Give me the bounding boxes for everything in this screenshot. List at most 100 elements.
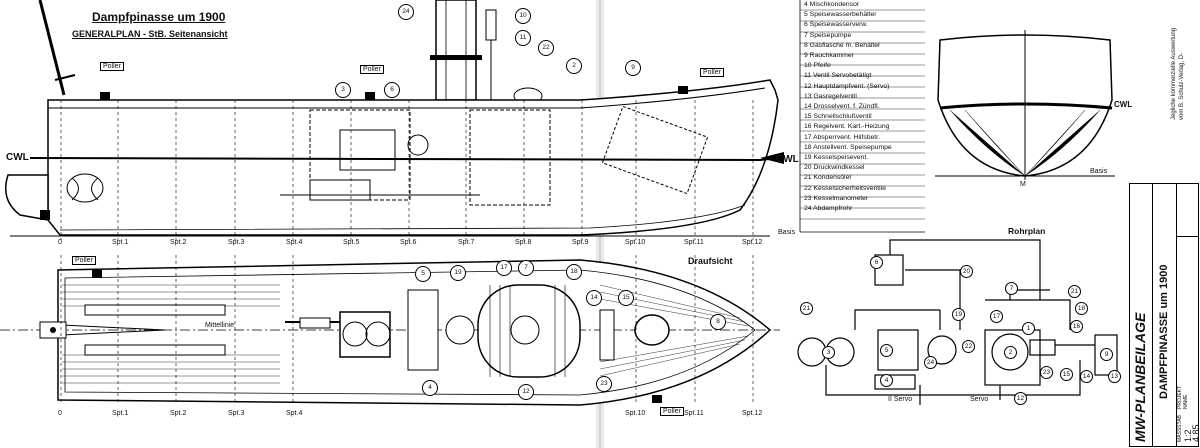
station-label: Spt.12 [742,239,763,246]
station-label: Spt.10 [625,410,646,417]
callout-marker: 15 [618,290,634,306]
legend-item: 8 Gasflasche m. Behälter [804,41,881,49]
callout-marker: 4 [880,374,893,387]
station-label: Spt.9 [572,239,589,246]
basis-label-side: Basis [778,229,796,236]
station-label: Spt.1 [112,410,129,417]
legend-item: 12 Hauptdampfvent. (Servo) [804,82,890,90]
midship-label: M [1020,181,1026,188]
cwl-label-bodyplan: CWL [1114,100,1133,109]
legend-item: 11 Ventil Servobetätigt [804,72,872,80]
poller-label-side-stern: Poller [100,62,124,71]
drawing-title: Dampfpinasse um 1900 [92,10,226,24]
callout-marker: 7 [518,260,534,276]
legend-item: 7 Speisepumpe [804,31,852,39]
poller-label-side-mid: Poller [360,65,384,74]
drawing-subtitle: GENERALPLAN - StB. Seitenansicht [72,29,228,39]
centerline-label: Mittellinie [205,322,235,329]
callout-marker: 17 [990,310,1003,323]
callout-marker: 5 [880,344,893,357]
station-label: Spt.4 [286,410,303,417]
callout-marker: 13 [1108,370,1121,383]
callout-marker: 19 [952,308,965,321]
callout-marker: 22 [962,340,975,353]
callout-marker: 9 [1100,348,1113,361]
callout-marker: 14 [586,290,602,306]
station-label: Spt.7 [458,239,475,246]
callout-marker: 21 [800,302,813,315]
callout-marker: 17 [496,260,512,276]
callout-marker: 18 [566,264,582,280]
station-label: Spt.10 [625,239,646,246]
station-label: Spt.1 [112,239,129,246]
callout-marker: 2 [566,58,582,74]
callout-marker: 22 [538,40,554,56]
callout-marker: 23 [596,376,612,392]
title-plate: MW-PLANBEILAGE DAMPFPINASSE um 1900 MASS… [1129,183,1200,447]
legend-item: 10 Pfeife [804,62,831,70]
callout-marker: 6 [870,256,883,269]
callout-marker: 15 [1060,368,1073,381]
station-label: Spt.5 [343,239,360,246]
legend-item: 19 Kesselspeisevent. [804,154,869,162]
callout-marker: 16 [1070,320,1083,333]
plate-number: 4.85 [1191,424,1200,442]
callout-marker: 3 [822,346,835,359]
callout-marker: 11 [515,30,531,46]
plate-label-name: NAME [1183,394,1189,409]
legend-item: 17 Absperrvent. Hilfsbetr. [804,133,880,141]
station-label: Spt.8 [515,239,532,246]
station-label: Spt.3 [228,239,245,246]
callout-marker: 23 [1040,366,1053,379]
legend-item: 9 Rauchkammer [804,52,854,60]
callout-marker: 20 [960,265,973,278]
station-label: Spt.11 [684,410,704,417]
legend-item: 5 Speisewasserbehälter [804,11,877,19]
poller-label-top-bow: Poller [660,407,684,416]
servo-label-right: Servo [970,396,989,403]
station-label: Spt.2 [170,410,187,417]
plate-name: DAMPFPINASSE um 1900 [1158,264,1170,399]
cwl-label-bow: CWL [776,154,799,165]
legend-item: 6 Speisewasserverw. [804,21,868,29]
servo-label-left: II Servo [888,396,913,403]
poller-label-side-bow: Poller [700,68,724,77]
station-label: Spt.12 [742,410,763,417]
callout-marker: 18 [1075,302,1088,315]
callout-marker: 24 [924,356,937,369]
copyright-note-line-1: Jegliche kommerzielle Auswertung [1171,27,1177,120]
callout-marker: 1 [1022,322,1035,335]
legend-item: 21 Kondensöler [804,174,852,182]
callout-marker: 14 [1080,370,1093,383]
callout-marker: 12 [518,384,534,400]
poller-label-top-stern: Poller [72,256,96,265]
callout-marker: 2 [1004,346,1017,359]
legend-item: 22 Kesselsicherheitsventile [804,184,886,192]
top-view-title: Draufsicht [688,256,733,266]
callout-marker: 9 [625,60,641,76]
callout-marker: 8 [710,314,726,330]
parts-legend: 4 Mischkondensor 5 Speisewasserbehälter … [804,0,926,214]
callout-marker: 6 [384,82,400,98]
callout-marker: 10 [515,8,531,24]
legend-item: 23 Kesselmanometer [804,194,869,202]
callout-marker: 21 [1068,285,1081,298]
callout-marker: 7 [1005,282,1018,295]
callout-marker: 12 [1014,392,1027,405]
station-label: Spt.6 [400,239,417,246]
cwl-label-stern: CWL [6,152,29,163]
basis-label-bodyplan: Basis [1090,168,1108,175]
legend-item: 24 Abdampfrohr [804,205,853,213]
callout-marker: 4 [422,380,438,396]
station-label: Spt.3 [228,410,245,417]
legend-item: 13 Gasregelventil [804,92,857,100]
callout-marker: 24 [398,4,414,20]
callout-marker: 3 [335,82,351,98]
legend-item: 15 Schnellschlußventil [804,113,872,121]
legend-item: 14 Drosselvent. f. Zündfl. [804,103,880,111]
station-label: Spt.2 [170,239,187,246]
legend-item: 20 Druckwindkessel [804,164,865,172]
legend-item: 18 Anstellvent. Speisepumpe [804,143,892,151]
